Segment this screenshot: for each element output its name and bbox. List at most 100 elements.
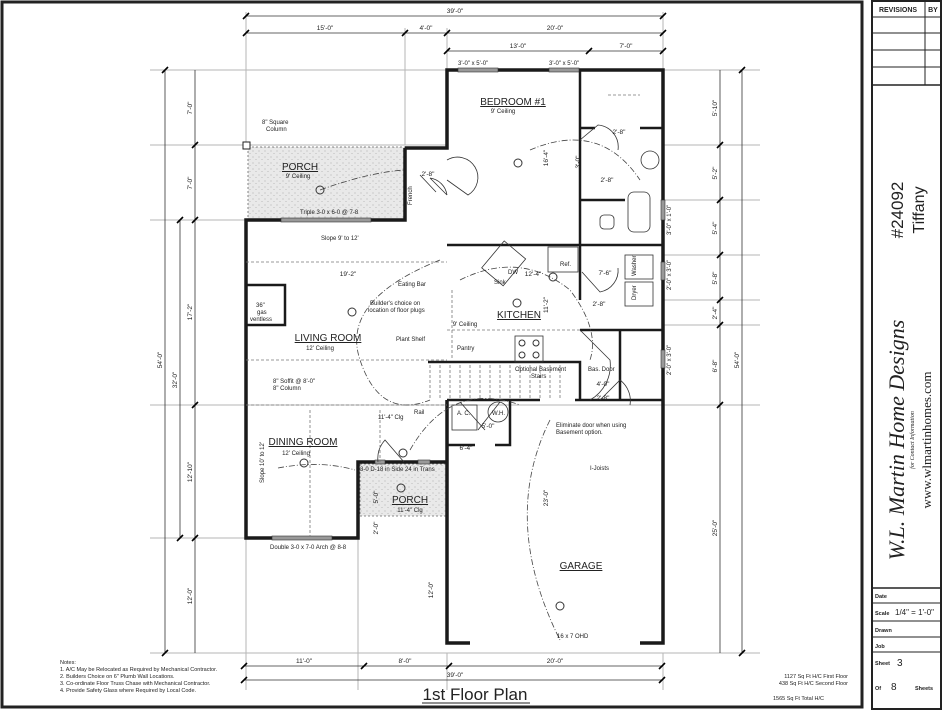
sheet-label: Sheet <box>875 661 890 667</box>
note-soffit-1: 8" Soffit @ 8'-0" <box>273 379 315 385</box>
dim-porch-2: 2'-0" <box>373 521 380 535</box>
dim-porch-5: 5'-0" <box>373 490 380 504</box>
area-total: 1565 Sq Ft Total H/C <box>773 696 824 702</box>
note-wh: W.H. <box>492 411 505 417</box>
note-window-1: 3'-0" x 5'-0" <box>458 61 488 67</box>
dim-door-d: 2'-8" <box>593 301 607 308</box>
plan-number: #24092 <box>888 182 907 239</box>
room-front-porch-ceiling: 11'-4" Clg <box>397 508 423 514</box>
company-logo: W.L. Martin Home Designs <box>884 320 909 561</box>
note-plant-shelf: Plant Shelf <box>396 337 425 343</box>
note-eating-bar: Eating Bar <box>398 282 426 288</box>
note-floor-plugs-1: Builder's choice on <box>370 301 420 307</box>
note-sink: Sink <box>494 280 507 286</box>
note-pantry: Pantry <box>457 346 474 352</box>
dim-bottom-a: 11'-0" <box>296 658 313 665</box>
note-eliminate-1: Eliminate door when using <box>556 423 626 429</box>
note-window-5: 2'-0" x 3'-0" <box>667 345 673 375</box>
dim-door-a: 2'-8" <box>422 171 436 178</box>
area-first-floor: 1127 Sq Ft H/C First Floor <box>784 674 848 680</box>
dim-bottom-overall: 39'-0" <box>447 672 464 679</box>
square-column <box>242 141 251 150</box>
note-ac: A. C. <box>457 411 471 417</box>
dim-top-c: 20'-0" <box>547 25 564 32</box>
by-header: BY <box>928 7 938 14</box>
note-vent-2: gas <box>257 310 267 316</box>
scale-value: 1/4" = 1'-0" <box>895 608 934 617</box>
date-label: Date <box>875 594 887 600</box>
note-ref: Ref. <box>560 262 571 268</box>
plan-name: Tiffany <box>911 186 928 233</box>
room-garage: GARAGE <box>560 561 603 572</box>
dim-laundry: 7'-6" <box>599 270 613 277</box>
note-soffit-2: 8" Column <box>273 386 301 392</box>
note-washer: Washer <box>632 256 638 276</box>
dim-kitchen-depth: 11'-2" <box>543 296 550 313</box>
note-item: 2. Builders Choice on 6" Plumb Wall Loca… <box>60 674 175 680</box>
dim-door-30: 3'-0" <box>575 155 582 169</box>
side-porch-slab <box>247 146 406 220</box>
room-living-ceiling: 12' Ceiling <box>306 346 334 352</box>
dim-left-32: 32'-0" <box>172 371 179 388</box>
interior-walls <box>246 70 663 447</box>
dim-door-b: 2'-8" <box>613 129 627 136</box>
dim-top-e: 7'-0" <box>620 43 634 50</box>
dim-right-a: 5'-10" <box>712 99 719 116</box>
sheets-label: Sheets <box>915 686 933 692</box>
dim-right-overall: 54'-0" <box>734 351 741 368</box>
note-window-3: 3'-0" x 1'-0" <box>667 205 673 235</box>
area-summary: 1127 Sq Ft H/C First Floor 438 Sq Ft H/C… <box>773 674 848 702</box>
room-dining-ceiling: 12' Ceiling <box>282 451 310 457</box>
note-bsmt-stairs-2: Stairs <box>531 374 546 380</box>
title-block-border <box>871 0 942 710</box>
dim-right-e: 2'-4" <box>712 306 719 320</box>
title-block: REVISIONS BY #24092 Tiffany W.L. Martin … <box>872 0 941 693</box>
dimension-labels: 39'-0" 15'-0" 4'-0" 20'-0" 13'-0" 7'-0" … <box>157 8 741 679</box>
dim-right-b: 5'-2" <box>712 166 719 180</box>
dim-left-b: 7'-0" <box>187 176 194 190</box>
note-window-4: 2'-0" x 3'-0" <box>667 260 673 290</box>
note-eliminate-2: Basement option. <box>556 430 603 436</box>
note-floor-plugs-2: location of floor plugs <box>368 308 425 314</box>
sheet-border <box>0 0 864 709</box>
dim-left-a: 7'-0" <box>187 101 194 115</box>
note-dryer: Dryer <box>632 285 638 300</box>
note-ohd: 16 x 7 OHD <box>557 634 589 640</box>
note-slope-dining: Slope 10' to 12' <box>260 442 266 483</box>
of-label: Of <box>875 686 881 692</box>
note-vent-1: 36" <box>256 303 265 309</box>
room-kitchen-ceiling: 9' Ceiling <box>453 322 478 328</box>
job-label: Job <box>875 644 885 650</box>
dim-top-d: 13'-0" <box>510 43 527 50</box>
dim-door-c: 2'-8" <box>601 177 615 184</box>
dim-top-a: 15'-0" <box>317 25 334 32</box>
sheet-number: 3 <box>897 658 903 669</box>
note-bsmt-stairs-1: Optional Basement <box>515 367 566 373</box>
electrical-wiring <box>277 139 641 641</box>
note-arch: Double 3-0 x 7-0 Arch @ 8-8 <box>270 545 347 551</box>
dim-living-width: 19'-2" <box>340 271 357 278</box>
dim-top-overall: 39'-0" <box>447 8 464 15</box>
room-bedroom: BEDROOM #1 <box>480 97 546 108</box>
dim-bedroom-depth: 16'-4" <box>543 149 550 166</box>
total-sheets: 8 <box>891 682 897 693</box>
note-column: 8" Square <box>262 120 289 126</box>
note-dw: DW <box>508 270 518 276</box>
dim-right-g: 25'-0" <box>712 519 719 536</box>
dim-bottom-c: 20'-0" <box>547 658 564 665</box>
dim-door-e: 2'-8" <box>597 395 611 402</box>
room-living: LIVING ROOM <box>295 333 362 344</box>
room-kitchen: KITCHEN <box>497 310 541 321</box>
room-side-porch-ceiling: 9' Ceiling <box>286 174 311 180</box>
note-ijoists: I-Joists <box>590 466 609 472</box>
windows <box>271 67 666 541</box>
drawn-label: Drawn <box>875 628 892 634</box>
note-item: 3. Co-ordinate Floor Truss Chase with Me… <box>60 681 211 687</box>
dim-right-f: 6'-8" <box>712 359 719 373</box>
dim-porch-12: 12'-0" <box>428 581 435 598</box>
revisions-header: REVISIONS <box>879 7 917 14</box>
dimension-lines <box>161 12 746 684</box>
doors-and-fixtures <box>246 94 660 536</box>
note-slope-living: Slope 9' to 12' <box>321 236 359 242</box>
